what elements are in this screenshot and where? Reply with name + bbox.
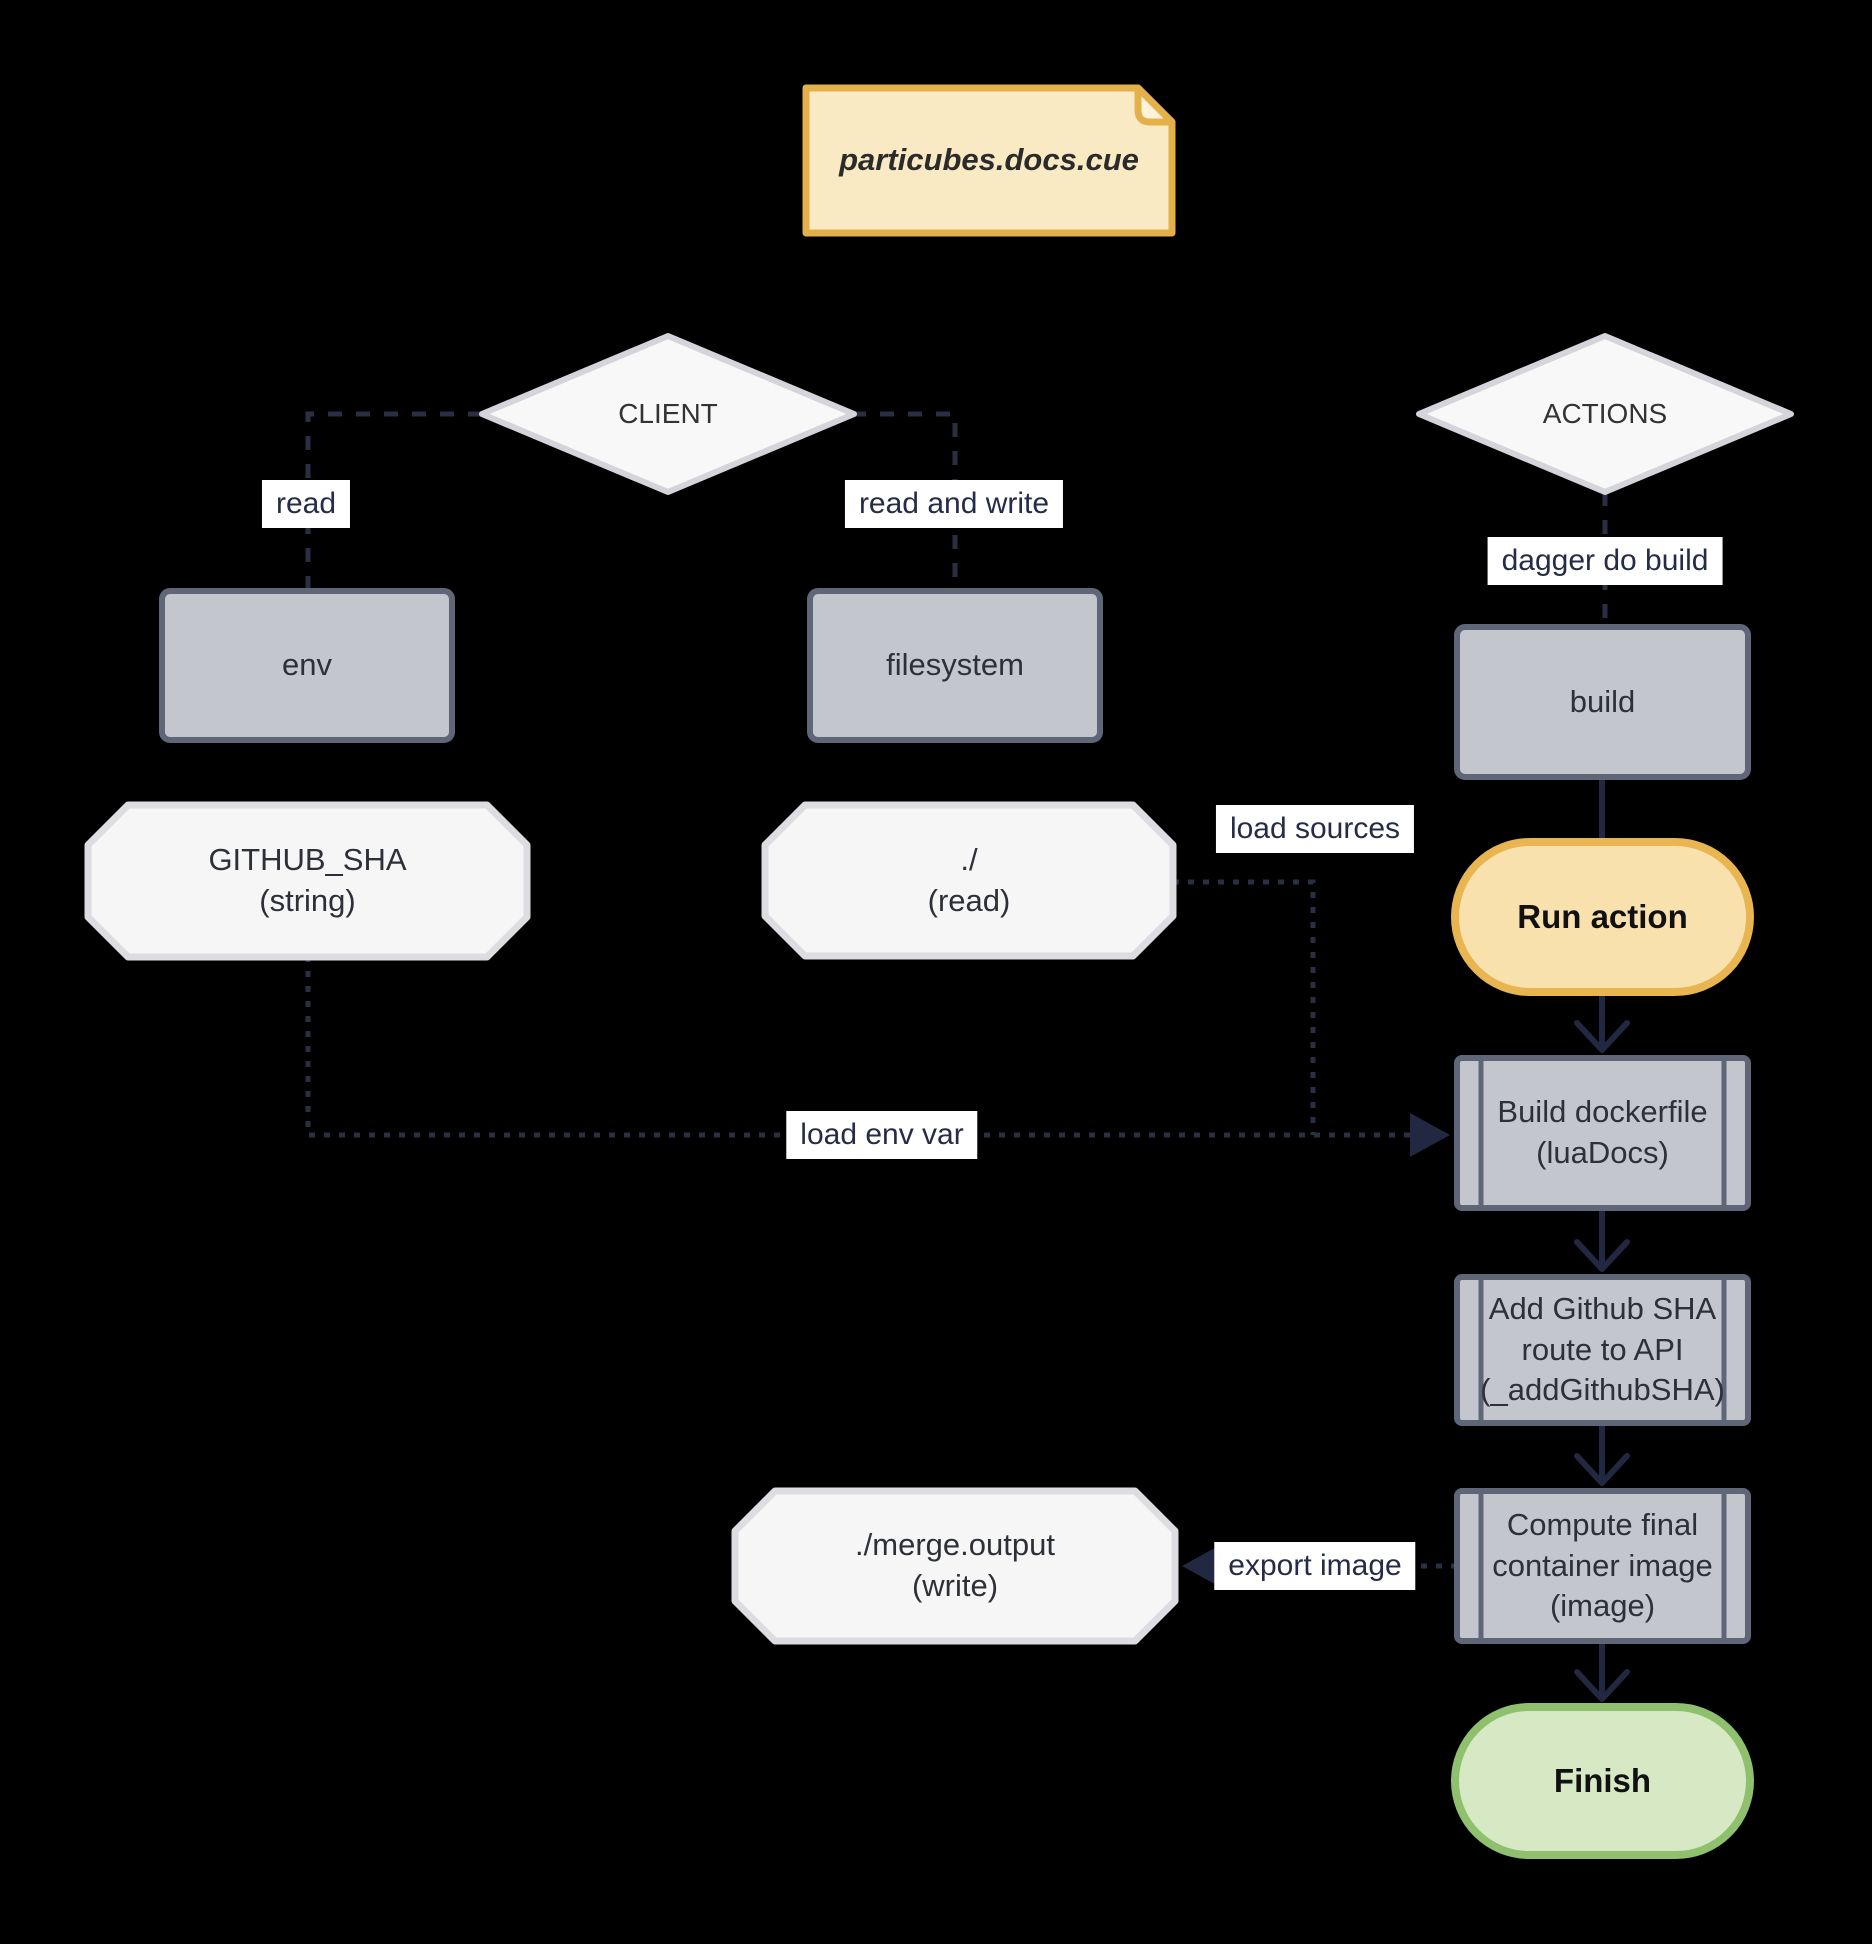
solid-edges xyxy=(1574,776,1630,1702)
dotted-edges xyxy=(305,879,1457,1569)
arrowhead-into-build-dockerfile xyxy=(1410,1113,1450,1157)
edge-client-filesystem xyxy=(852,411,958,591)
arrowhead-into-merge-output xyxy=(1182,1544,1222,1588)
filesystem-node-shape xyxy=(807,588,1103,743)
edge-client-env xyxy=(305,411,482,591)
edge-load-env-var xyxy=(305,956,1440,1138)
merge-output-node-shape xyxy=(731,1487,1179,1645)
note-shape xyxy=(802,84,1176,237)
dot-read-node-shape xyxy=(761,801,1177,960)
build-node-shape xyxy=(1454,624,1751,780)
env-node-shape xyxy=(159,588,455,743)
edge-label-load-sources: load sources xyxy=(1215,805,1415,853)
edge-label-read-and-write: read and write xyxy=(844,480,1064,528)
compute-image-node-shape xyxy=(1454,1488,1751,1644)
arrowhead-down-3 xyxy=(1574,1453,1630,1486)
add-github-sha-node-shape xyxy=(1454,1274,1751,1426)
run-action-node-shape xyxy=(1451,838,1754,996)
actions-diamond-shape xyxy=(1416,333,1794,495)
note-fold-corner xyxy=(1134,84,1176,126)
note-body xyxy=(802,84,1176,237)
edge-load-sources xyxy=(1173,879,1316,1135)
arrowhead-down-4 xyxy=(1574,1669,1630,1702)
edge-label-read: read xyxy=(261,480,351,528)
edge-label-dagger-do-build: dagger do build xyxy=(1487,537,1723,585)
arrowhead-down-1 xyxy=(1574,1020,1630,1053)
finish-node-shape xyxy=(1451,1703,1754,1859)
edge-label-export-image: export image xyxy=(1214,1542,1416,1590)
github-sha-node-shape xyxy=(84,801,531,961)
arrowhead-down-2 xyxy=(1574,1239,1630,1272)
build-dockerfile-node-shape xyxy=(1454,1055,1751,1211)
client-diamond-shape xyxy=(479,333,857,495)
edge-label-load-env-var: load env var xyxy=(786,1111,978,1159)
